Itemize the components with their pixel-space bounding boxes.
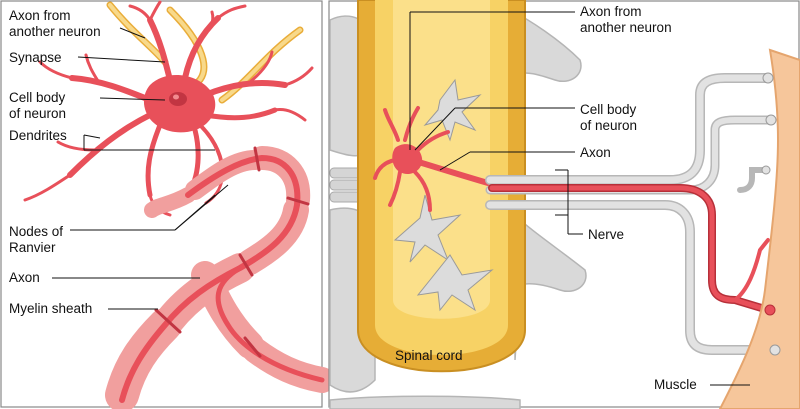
label-synapse: Synapse xyxy=(9,50,62,65)
label-dendrites: Dendrites xyxy=(9,128,67,143)
left-leader-lines xyxy=(52,27,229,310)
motor-neuron-soma xyxy=(392,144,423,175)
label-axon-from-another-neuron-left: Axon from another neuron xyxy=(9,8,101,39)
cell-body xyxy=(143,74,216,133)
label-muscle: Muscle xyxy=(654,377,697,392)
label-nerve: Nerve xyxy=(588,227,625,242)
nerve-endings xyxy=(761,72,781,356)
right-leader-lines xyxy=(409,11,750,386)
label-axon-right: Axon xyxy=(580,145,611,160)
label-axon-left: Axon xyxy=(9,270,40,285)
label-myelin-sheath: Myelin sheath xyxy=(9,301,93,316)
label-cell-body-right: Cell body of neuron xyxy=(580,102,638,133)
myelinated-axon xyxy=(105,127,335,409)
label-spinal-cord: Spinal cord xyxy=(395,348,463,363)
incoming-axons xyxy=(106,1,304,104)
label-nodes-of-ranvier: Nodes of Ranvier xyxy=(9,224,64,255)
red-nerve-ending xyxy=(764,304,776,316)
left-panel xyxy=(0,0,335,409)
spinal-cord xyxy=(357,0,526,373)
red-axon xyxy=(488,184,772,314)
label-cell-body-left: Cell body of neuron xyxy=(9,90,67,121)
label-axon-from-another-neuron-right: Axon from another neuron xyxy=(580,4,672,35)
right-panel xyxy=(328,0,800,409)
